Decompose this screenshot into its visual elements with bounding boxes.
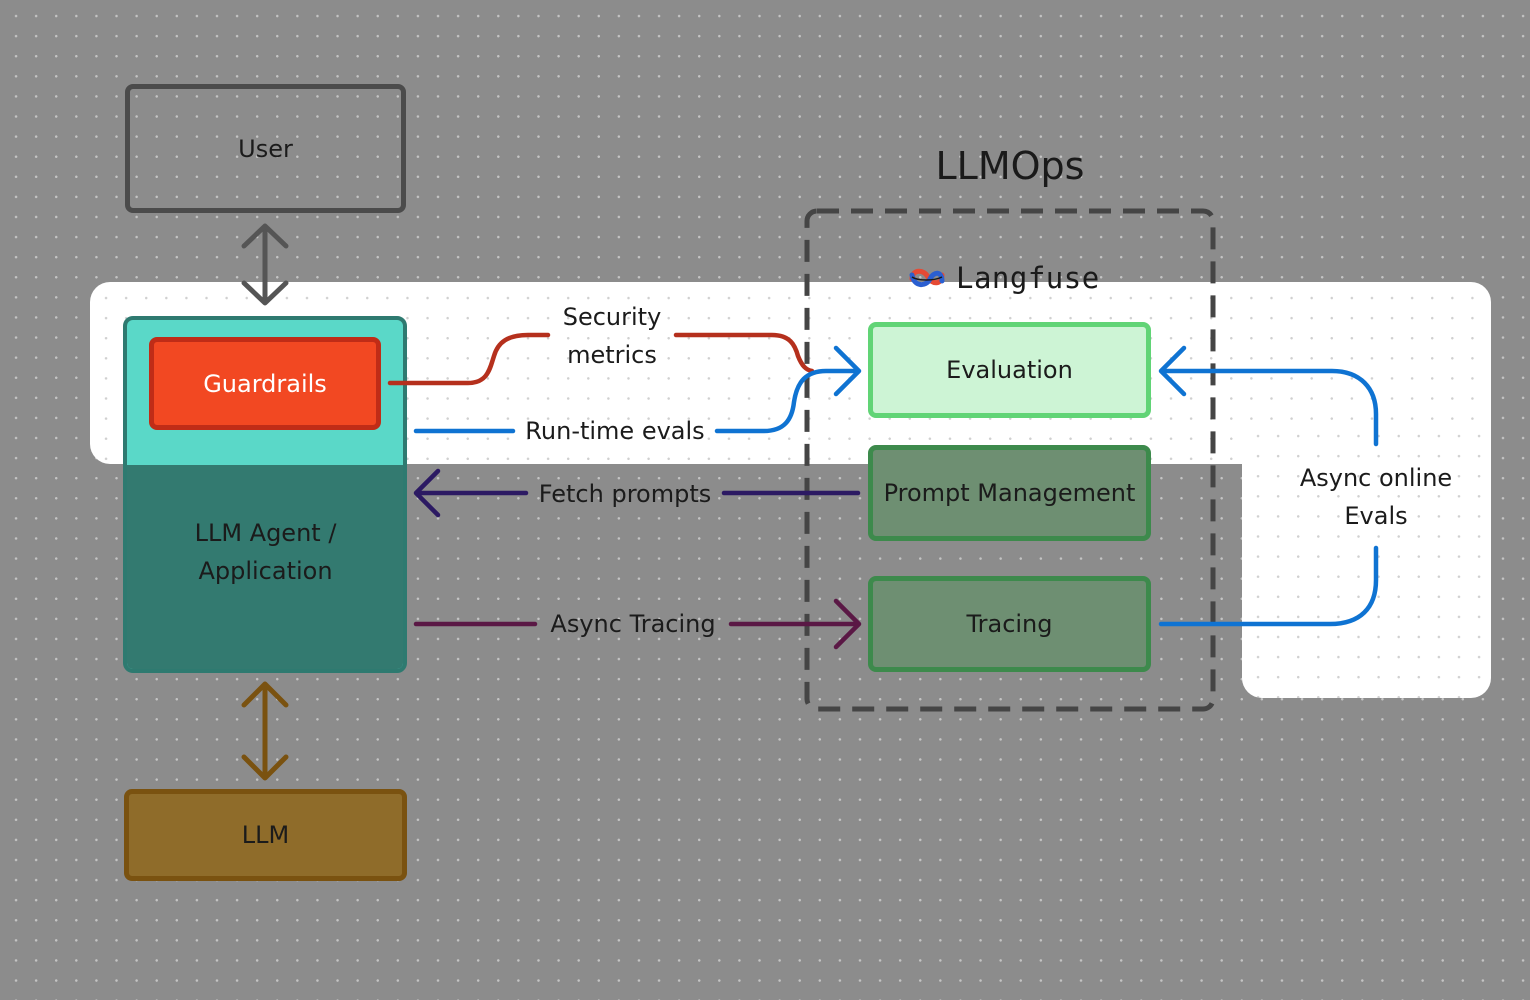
- tracing-node: Tracing: [868, 576, 1151, 672]
- async-online-evals-line1: Async online: [1299, 464, 1453, 492]
- security-metrics-label: Security metrics: [532, 298, 692, 374]
- async-tracing-edge: [413, 598, 862, 650]
- fetch-prompts-edge: [413, 468, 861, 518]
- prompt-management-node: Prompt Management: [868, 445, 1151, 541]
- async-online-evals-line2: Evals: [1344, 502, 1408, 530]
- agent-llm-arrow: [241, 681, 289, 781]
- user-node: User: [125, 84, 406, 213]
- async-online-evals-edge: [1158, 345, 1379, 627]
- security-metrics-line2: metrics: [567, 341, 657, 369]
- llmops-title: LLMOps: [935, 144, 1085, 188]
- agent-label: LLM Agent / Application: [125, 512, 406, 592]
- agent-dim-overlay: [127, 465, 403, 669]
- async-online-evals-label: Async online Evals: [1286, 459, 1466, 535]
- guardrails-node: Guardrails: [149, 337, 381, 430]
- security-metrics-edge: [387, 332, 815, 386]
- evaluation-label: Evaluation: [946, 356, 1073, 384]
- guardrails-label: Guardrails: [203, 369, 327, 398]
- user-label: User: [238, 134, 293, 163]
- agent-label-line2: Application: [198, 557, 333, 585]
- runtime-evals-label: Run-time evals: [525, 417, 705, 445]
- langfuse-wordmark: Langfuse: [956, 261, 1100, 295]
- runtime-evals-edge: [413, 345, 862, 434]
- highlight-band-right: [1242, 420, 1491, 698]
- llm-label: LLM: [241, 821, 290, 849]
- async-tracing-label: Async Tracing: [550, 610, 716, 638]
- agent-label-line1: LLM Agent /: [194, 519, 337, 547]
- prompt-management-label: Prompt Management: [883, 479, 1136, 507]
- evaluation-node: Evaluation: [868, 322, 1151, 418]
- tracing-label: Tracing: [966, 610, 1053, 638]
- llmops-boundary: [804, 208, 1216, 712]
- security-metrics-line1: Security: [562, 303, 662, 331]
- langfuse-brand: Langfuse: [908, 258, 1128, 298]
- llm-node: LLM: [124, 789, 407, 881]
- langfuse-knot-icon: [909, 268, 945, 287]
- user-agent-arrow: [241, 223, 289, 306]
- fetch-prompts-label: Fetch prompts: [538, 480, 712, 508]
